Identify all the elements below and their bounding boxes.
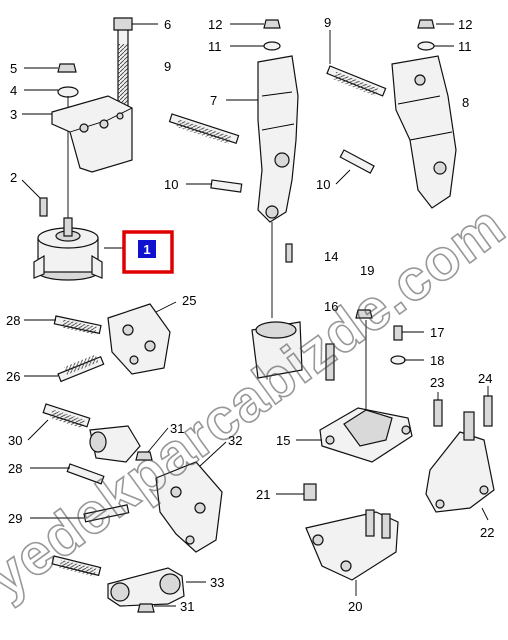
highlight-frame[interactable]: [122, 230, 174, 274]
nut-12-right: [417, 19, 435, 29]
callout-26: 26: [6, 369, 20, 384]
callout-2: 2: [10, 170, 17, 185]
lower-left-link-group: [42, 403, 223, 553]
callout-29: 29: [8, 511, 22, 526]
center-torque-arm-group: [168, 19, 299, 223]
washer-4: [57, 86, 79, 98]
callout-9: 9: [324, 15, 331, 30]
bracket-22: [425, 431, 495, 513]
washer-18: [390, 355, 406, 365]
callout-32: 32: [228, 433, 242, 448]
nut-12-left: [263, 19, 281, 29]
leader-lines: [21, 23, 489, 607]
callout-6: 6: [164, 17, 171, 32]
callout-16: 16: [324, 299, 338, 314]
callout-14: 14: [324, 249, 338, 264]
callout-31: 31: [170, 421, 184, 436]
bracket-25-group: [53, 303, 171, 383]
callout-23: 23: [430, 375, 444, 390]
stud-14: [285, 243, 293, 263]
callout-7: 7: [210, 93, 217, 108]
callout-30: 30: [8, 433, 22, 448]
callout-5: 5: [10, 61, 17, 76]
callout-8: 8: [462, 95, 469, 110]
callout-11: 11: [458, 39, 472, 54]
callout-28: 28: [6, 313, 20, 328]
nut-5: [57, 63, 77, 73]
bolt-2: [39, 197, 48, 217]
nut-31-lower: [137, 603, 155, 613]
callout-4: 4: [10, 83, 17, 98]
bolt-17: [393, 325, 403, 341]
bolt-10-right: [339, 149, 375, 174]
bracket-3: [51, 95, 133, 173]
callout-25: 25: [182, 293, 196, 308]
callout-15: 15: [276, 433, 290, 448]
washer-11-left: [263, 41, 281, 51]
mount-15-group: [319, 309, 413, 463]
highlighted-part-callout[interactable]: 1: [122, 230, 174, 274]
callout-9: 9: [164, 59, 171, 74]
torque-rod-group: [51, 555, 185, 613]
callout-31: 31: [180, 599, 194, 614]
bracket-22-group: [425, 395, 495, 513]
bolt-10-center: [210, 179, 243, 193]
bolt-21: [303, 483, 317, 501]
bolt-23: [433, 399, 443, 427]
bracket-32: [155, 461, 223, 553]
callout-10: 10: [164, 177, 178, 192]
callout-22: 22: [480, 525, 494, 540]
callout-labels: 6 9 12 11 7 9 12 11 8 5 4 3 2 10 10 14 1…: [6, 15, 494, 614]
callout-17: 17: [430, 325, 444, 340]
callout-20: 20: [348, 599, 362, 614]
bracket-25: [107, 303, 171, 375]
callout-19: 19: [360, 263, 374, 278]
highlight-label-box[interactable]: [138, 240, 156, 258]
callout-3: 3: [10, 107, 17, 122]
bracket-20-group: [303, 483, 399, 581]
bolt-29: [83, 504, 130, 523]
torque-arm-7: [257, 55, 299, 223]
highlight-label[interactable]: 1: [143, 242, 150, 257]
callout-11: 11: [208, 39, 222, 54]
callout-12: 12: [208, 17, 222, 32]
callout-24: 24: [478, 371, 492, 386]
callout-33: 33: [210, 575, 224, 590]
right-torque-arm-group: [326, 19, 457, 209]
callout-21: 21: [256, 487, 270, 502]
bolt-head-6: [113, 17, 133, 31]
engine-mount-1: [33, 217, 103, 281]
callout-28: 28: [8, 461, 22, 476]
callout-10: 10: [316, 177, 330, 192]
upper-left-bracket-group: [33, 17, 133, 281]
callout-12: 12: [458, 17, 472, 32]
bolt-24: [483, 395, 493, 427]
callout-18: 18: [430, 353, 444, 368]
bracket-20: [305, 511, 399, 581]
bolt-16-left: [325, 343, 335, 381]
nut-31-upper: [135, 451, 153, 461]
nut-16: [355, 309, 373, 319]
washer-11-right: [417, 41, 435, 51]
center-mount-group: [251, 222, 303, 379]
